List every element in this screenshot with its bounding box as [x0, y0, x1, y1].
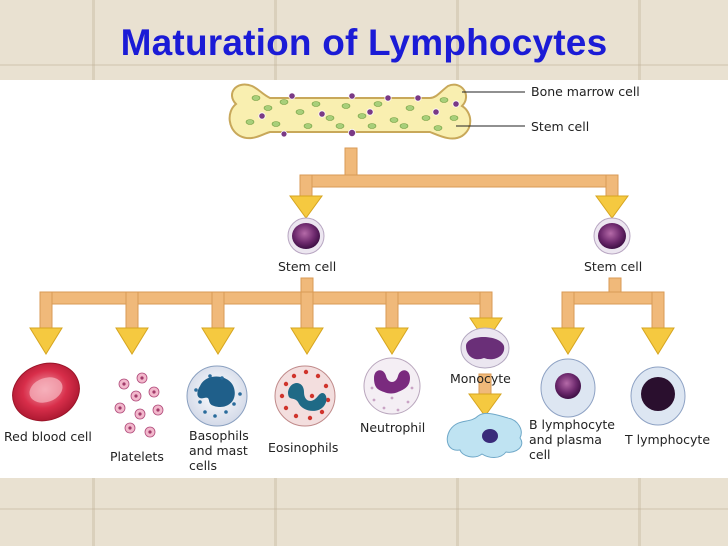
eosinophil: [274, 365, 336, 427]
arrows-level-1: [289, 195, 629, 219]
label-stem-cell-left: Stem cell: [278, 259, 336, 274]
stem-cell-left: [287, 217, 325, 255]
label-b-lymphocyte-line3: cell: [529, 447, 551, 462]
macrophage: [446, 412, 523, 458]
label-stem-cell-right: Stem cell: [584, 259, 642, 274]
marrow-purple-cells: [258, 92, 460, 138]
label-t-lymphocyte: T lymphocyte: [624, 432, 710, 447]
connectors-level-1: [299, 147, 619, 198]
marrow-cells: [245, 95, 459, 131]
page-title: Maturation of Lymphocytes: [120, 22, 608, 63]
label-basophils-line1: Basophils: [189, 428, 249, 443]
stem-cell-right: [593, 217, 631, 255]
red-blood-cell: [12, 362, 80, 422]
bone-marrow: [228, 83, 472, 140]
label-monocyte: Monocyte: [450, 371, 511, 386]
label-basophils-line2: and mast: [189, 443, 248, 458]
t-lymphocyte: [630, 366, 686, 426]
label-platelets: Platelets: [110, 449, 164, 464]
connectors-level-2: [39, 277, 665, 397]
platelet-granules: [118, 376, 160, 434]
label-bone-marrow-cell: Bone marrow cell: [531, 84, 640, 99]
label-basophils-line3: cells: [189, 458, 217, 473]
label-red-blood-cell: Red blood cell: [4, 429, 92, 444]
label-stem-cell-top: Stem cell: [531, 119, 589, 134]
label-eosinophils: Eosinophils: [268, 440, 338, 455]
b-lymphocyte: [540, 358, 596, 418]
label-b-lymphocyte-line1: B lymphocyte: [529, 417, 615, 432]
platelets: [114, 372, 164, 438]
neutrophil: [363, 357, 421, 415]
label-neutrophil: Neutrophil: [360, 420, 425, 435]
monocyte: [460, 327, 510, 369]
label-b-lymphocyte-line2: and plasma: [529, 432, 602, 447]
basophil: [186, 365, 248, 427]
arrows-level-2: [29, 317, 675, 417]
